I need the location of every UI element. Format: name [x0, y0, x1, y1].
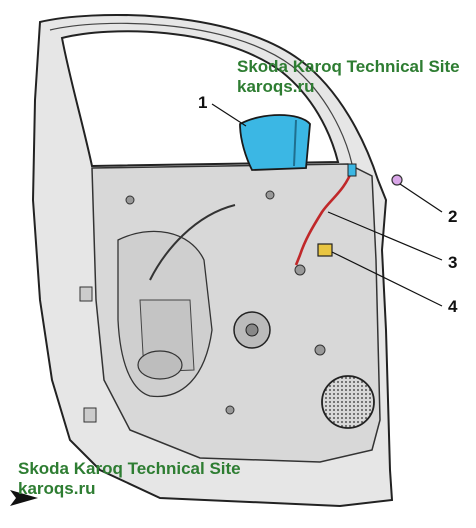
watermark-bottom-title: Skoda Karoq Technical Site: [18, 459, 241, 478]
mount-hole: [294, 264, 306, 276]
harness-clip: [347, 163, 357, 177]
callout-1-leader: [211, 103, 247, 127]
mirror-wiring-harness-part: [294, 169, 354, 266]
mirror-housing-part: [239, 114, 311, 171]
hinge-tab: [79, 286, 93, 302]
mirror-housing-edge: [293, 119, 297, 167]
regulator-motor-hub: [245, 323, 259, 337]
view-direction-arrow-icon: [10, 490, 38, 506]
mount-hole: [125, 195, 135, 205]
callout-3-leader: [327, 211, 443, 261]
mount-hole: [225, 405, 235, 415]
callout-4-leader: [331, 251, 443, 307]
callout-1-label: 1: [198, 93, 207, 112]
callout-3-label: 3: [448, 253, 457, 272]
harness-connector-part: [317, 243, 333, 257]
callout-2-label: 2: [448, 207, 457, 226]
callout-4-label: 4: [448, 297, 458, 316]
watermark-bottom-url: karoqs.ru: [18, 479, 96, 498]
mirror-wiring-clip-part: [391, 174, 403, 186]
mount-hole: [314, 344, 326, 356]
mount-hole: [265, 190, 275, 200]
door-frame-inner: [49, 22, 353, 165]
speaker-mount: [137, 350, 183, 380]
watermark-top-url: karoqs.ru: [237, 77, 315, 96]
regulator-cable: [149, 204, 236, 281]
speaker-grille: [321, 375, 375, 429]
watermark-bottom: Skoda Karoq Technical Site karoqs.ru: [18, 459, 241, 499]
watermark-top: Skoda Karoq Technical Site karoqs.ru: [237, 57, 460, 97]
callout-2-leader: [399, 183, 443, 213]
watermark-top-title: Skoda Karoq Technical Site: [237, 57, 460, 76]
hinge-tab: [83, 407, 97, 423]
